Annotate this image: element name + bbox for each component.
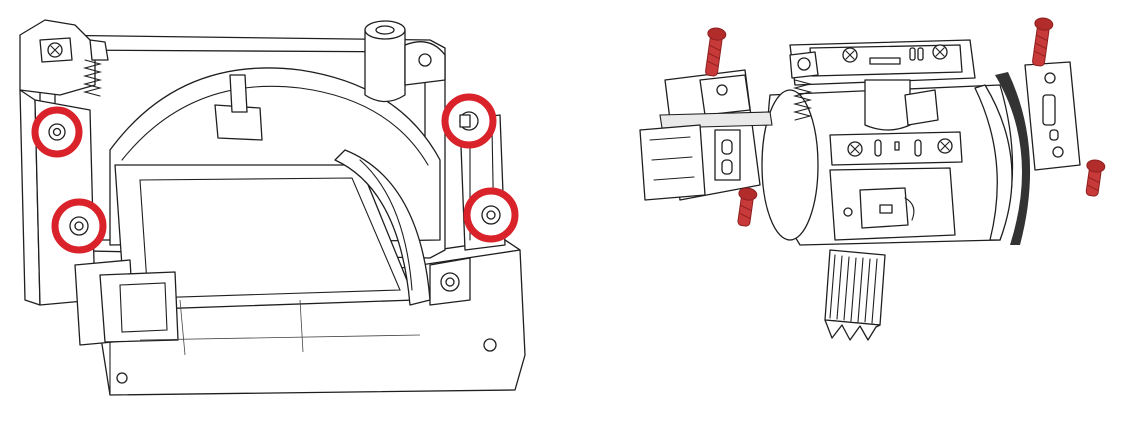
- spring-icon: [82, 59, 103, 97]
- screw-icon: [737, 187, 758, 227]
- screw-icon: [1032, 17, 1054, 67]
- screws: [705, 17, 1106, 227]
- mounting-hole-ring: [51, 198, 107, 254]
- highlighted-holes: [31, 93, 519, 254]
- mounting-hole-ring: [31, 106, 83, 158]
- mechanism-assembly: [639, 39, 1081, 341]
- housing-frame: [19, 19, 526, 396]
- mounting-hole-ring: [441, 93, 497, 149]
- screw-icon: [705, 27, 727, 77]
- spring-icon: [792, 79, 813, 121]
- mounting-hole-ring: [463, 187, 519, 243]
- screw-icon: [1085, 159, 1106, 197]
- knurled-shaft: [824, 249, 886, 341]
